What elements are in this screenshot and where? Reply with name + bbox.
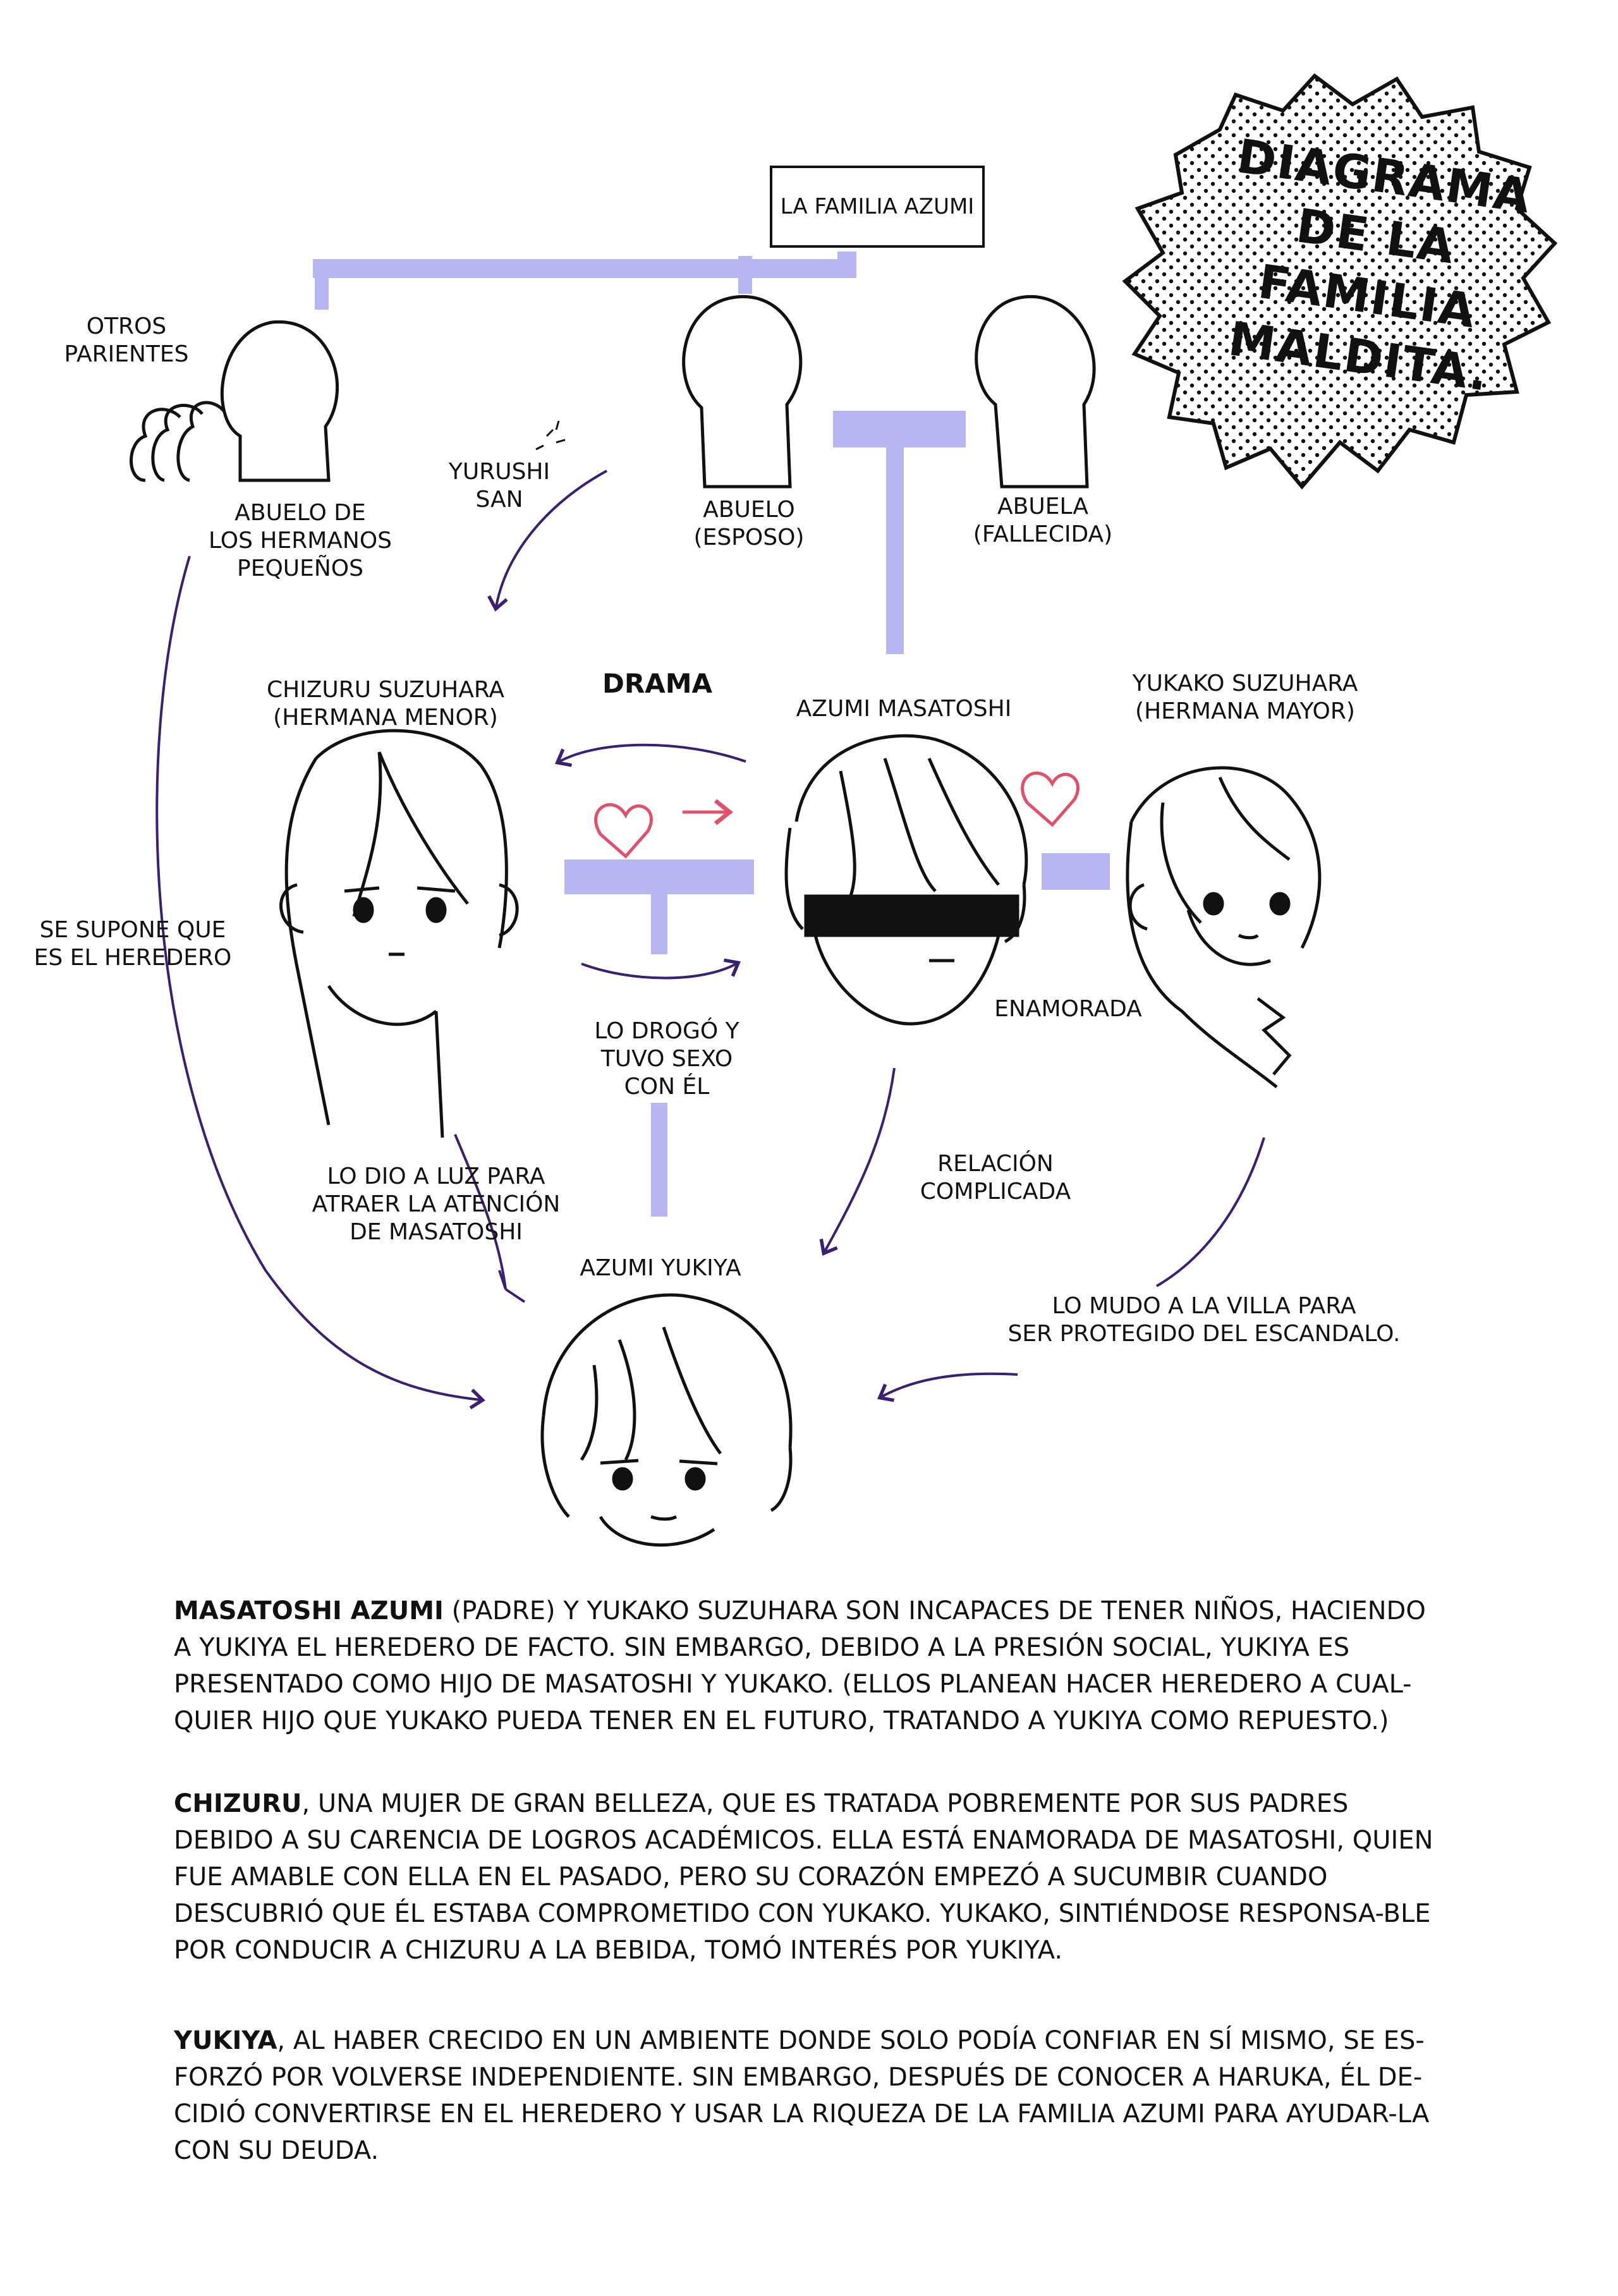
paragraph-text: , AL HABER CRECIDO EN UN AMBIENTE DONDE … [174, 2026, 1430, 2165]
label-otros-parientes: OTROS PARIENTES [64, 313, 189, 367]
title-burst [1122, 73, 1558, 490]
label-lo-dio: LO DIO A LUZ PARA ATRAER LA ATENCIÓN DE … [312, 1163, 561, 1245]
paragraph-chizuru: CHIZURU, UNA MUJER DE GRAN BELLEZA, QUE … [174, 1785, 1444, 1969]
label-masatoshi: AZUMI MASATOSHI [796, 696, 1012, 722]
paragraph-lead: MASATOSHI AZUMI [174, 1596, 444, 1625]
relation-arrows [155, 470, 1265, 1410]
paragraph-masatoshi: MASATOSHI AZUMI (PADRE) Y YUKAKO SUZUHAR… [174, 1593, 1444, 1739]
yukako-drawing [1126, 766, 1322, 1088]
masatoshi-drawing [784, 734, 1028, 1026]
paragraph-lead: YUKIYA [174, 2026, 277, 2055]
label-drama: DRAMA [602, 668, 713, 699]
label-abuelo-esposo: ABUELO (ESPOSO) [693, 497, 805, 550]
chizuru-drawing [279, 729, 519, 1138]
heart-icon [594, 771, 1080, 859]
relative-heads [130, 295, 1096, 489]
paragraph-lead: CHIZURU [174, 1789, 302, 1818]
label-lo-drogo: LO DROGÓ Y TUVO SEXO CON ÉL [594, 1018, 739, 1100]
paragraph-text: (PADRE) Y YUKAKO SUZUHARA SON INCAPACES … [174, 1596, 1426, 1735]
label-lo-mudo: LO MUDO A LA VILLA PARA SER PROTEGIDO DE… [1007, 1293, 1401, 1347]
family-box: LA FAMILIA AZUMI [770, 166, 985, 248]
label-relacion: RELACIÓN COMPLICADA [920, 1151, 1071, 1205]
yukiya-drawing [540, 1293, 793, 1547]
diagram-title: DIAGRAMA DE LA FAMILIA MALDITA. [1225, 129, 1535, 403]
label-chizuru: CHIZURU SUZUHARA (HERMANA MENOR) [266, 677, 505, 731]
family-connectors [313, 252, 1110, 1217]
label-yukako: YUKAKO SUZUHARA (HERMANA MAYOR) [1132, 671, 1358, 724]
label-abuelo-hermanos: ABUELO DE LOS HERMANOS PEQUEÑOS [208, 500, 392, 581]
paragraph-yukiya: YUKIYA, AL HABER CRECIDO EN UN AMBIENTE … [174, 2022, 1444, 2169]
label-se-supone: SE SUPONE QUE ES EL HEREDERO [33, 917, 232, 971]
paragraph-text: , UNA MUJER DE GRAN BELLEZA, QUE ES TRAT… [174, 1789, 1433, 1965]
anger-mark-icon [535, 420, 566, 451]
label-enamorada: ENAMORADA [994, 996, 1142, 1022]
label-abuela: ABUELA (FALLECIDA) [973, 494, 1113, 547]
label-yukiya: AZUMI YUKIYA [580, 1255, 741, 1281]
label-yurushi: YURUSHI SAN [448, 459, 550, 513]
